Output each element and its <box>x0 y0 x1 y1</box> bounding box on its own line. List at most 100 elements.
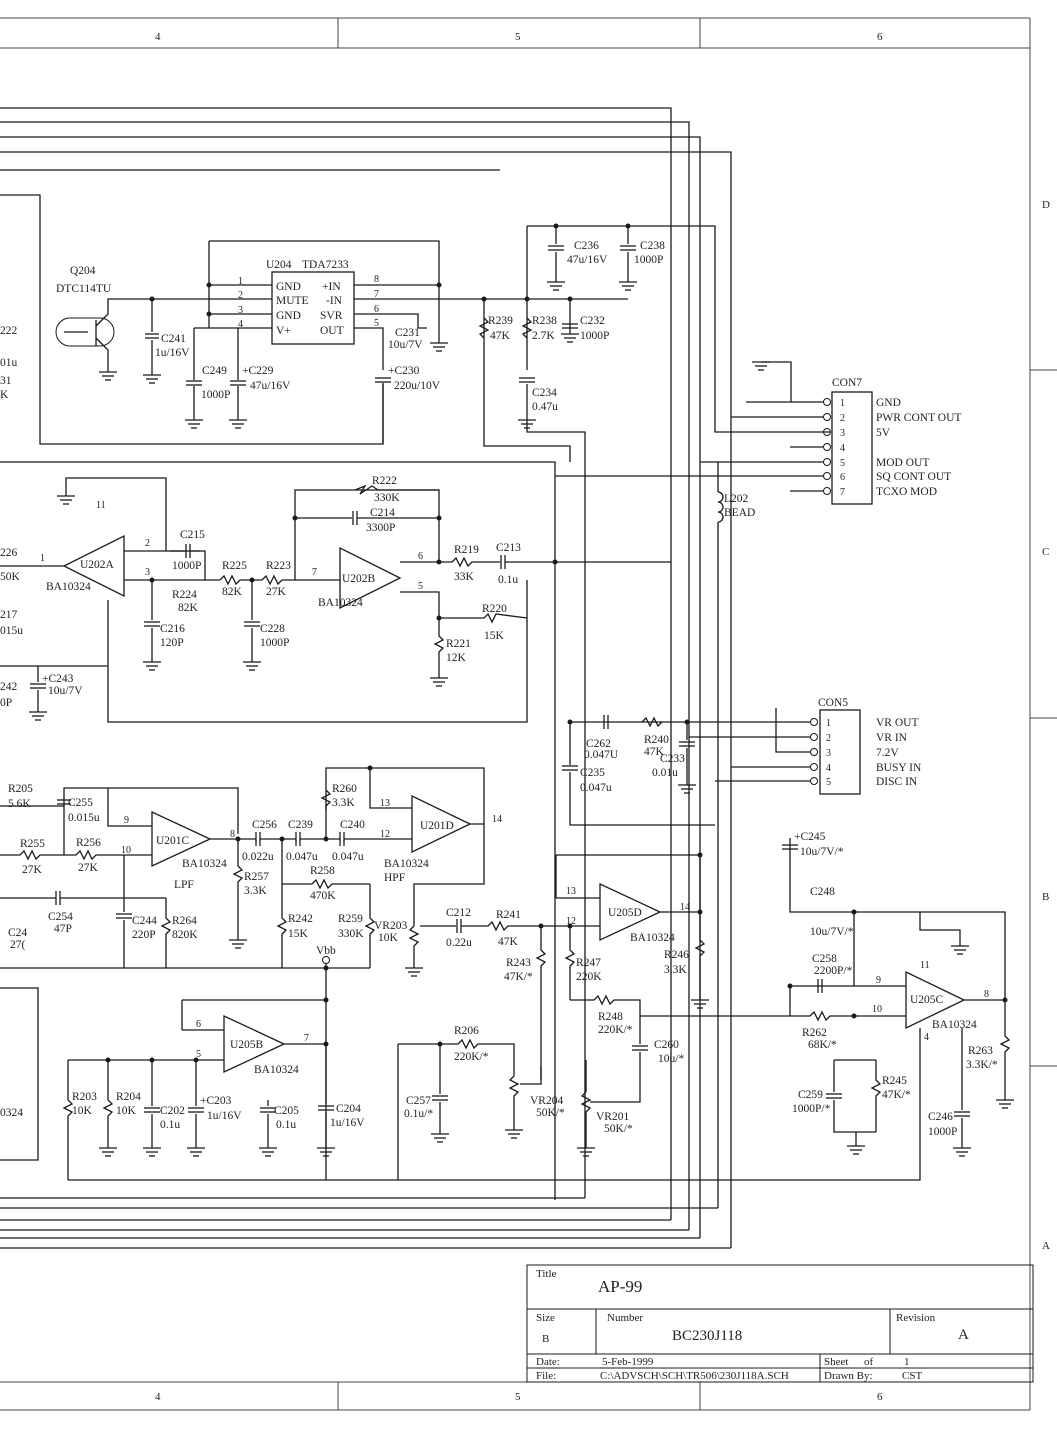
svg-text:1: 1 <box>238 276 243 287</box>
sheet-label: Sheet <box>824 1356 848 1368</box>
con7-signal-7: TCXO MOD <box>876 486 937 498</box>
con5-signal-2: VR IN <box>876 732 908 744</box>
size-value: B <box>542 1333 549 1345</box>
svg-text:C214: C214 <box>370 507 395 519</box>
svg-text:7: 7 <box>312 567 317 578</box>
svg-text:5.6K: 5.6K <box>8 798 31 810</box>
svg-text:R241: R241 <box>496 909 521 921</box>
svg-text:2.7K: 2.7K <box>532 330 555 342</box>
svg-text:R206: R206 <box>454 1025 479 1037</box>
file-label: File: <box>536 1370 556 1382</box>
svg-text:C24: C24 <box>8 927 27 939</box>
svg-text:R256: R256 <box>76 837 101 849</box>
zone-row-d: D <box>1042 199 1050 211</box>
u204-part: TDA7233 <box>302 259 349 271</box>
svg-text:U202A: U202A <box>80 559 115 571</box>
svg-text:C228: C228 <box>260 623 285 635</box>
svg-text:47u/16V: 47u/16V <box>567 254 608 266</box>
svg-text:50K/*: 50K/* <box>604 1123 633 1135</box>
svg-text:R225: R225 <box>222 560 247 572</box>
svg-text:C216: C216 <box>160 623 185 635</box>
svg-text:C212: C212 <box>446 907 471 919</box>
revision-label: Revision <box>896 1312 936 1324</box>
svg-text:3300P: 3300P <box>366 522 395 534</box>
svg-text:50K/*: 50K/* <box>536 1107 565 1119</box>
svg-text:R259: R259 <box>338 913 363 925</box>
svg-text:C232: C232 <box>580 315 605 327</box>
ground-icon <box>431 1133 449 1143</box>
svg-text:0.047U: 0.047U <box>584 749 619 761</box>
svg-text:GND: GND <box>276 310 301 322</box>
svg-text:217: 217 <box>0 609 18 621</box>
con5-signal-3: 7.2V <box>876 747 899 759</box>
svg-text:0.022u: 0.022u <box>242 851 274 863</box>
svg-text:-IN: -IN <box>326 295 343 307</box>
svg-text:R243: R243 <box>506 957 531 969</box>
svg-text:1u/16V: 1u/16V <box>330 1117 365 1129</box>
svg-text:2: 2 <box>145 538 150 549</box>
ground-icon <box>678 784 696 794</box>
q204-ref: Q204 <box>70 265 96 277</box>
svg-text:4: 4 <box>840 443 845 454</box>
svg-text:10u/7V/*: 10u/7V/* <box>800 846 844 858</box>
con5-name: CON5 <box>818 697 848 709</box>
svg-text:82K: 82K <box>222 586 243 598</box>
sheet-frame <box>0 17 1057 1411</box>
svg-text:5: 5 <box>826 777 831 788</box>
ground-icon <box>405 967 423 977</box>
svg-text:C260: C260 <box>654 1039 679 1051</box>
svg-text:0.015u: 0.015u <box>68 812 100 824</box>
svg-text:0.1u: 0.1u <box>498 574 518 586</box>
zone-col-bottom-1: 4 <box>155 1391 161 1403</box>
drawn-by-label: Drawn By: <box>824 1370 873 1382</box>
con5-signal-5: DISC IN <box>876 776 918 788</box>
svg-text:C257: C257 <box>406 1095 431 1107</box>
zone-col-top-3: 6 <box>877 31 883 43</box>
svg-text:10: 10 <box>872 1004 882 1015</box>
svg-text:OUT: OUT <box>320 325 344 337</box>
svg-text:33K: 33K <box>454 571 475 583</box>
c243: +C243 10u/7V <box>0 665 108 712</box>
svg-text:C249: C249 <box>202 365 227 377</box>
svg-text:HPF: HPF <box>384 872 405 884</box>
c230-c231: +C230 220u/10V C231 10u/7V <box>375 313 441 444</box>
svg-text:01u: 01u <box>0 357 18 369</box>
svg-text:4: 4 <box>924 1032 929 1043</box>
date-value: 5-Feb-1999 <box>602 1356 654 1368</box>
svg-text:BA10324: BA10324 <box>254 1064 299 1076</box>
u205b-opamp: U205B BA10324 6 5 7 R203 10K R204 10K C2… <box>62 997 365 1180</box>
of-label: of <box>864 1356 874 1368</box>
svg-text:10u/7V: 10u/7V <box>388 339 423 351</box>
svg-text:220K/*: 220K/* <box>598 1024 633 1036</box>
drawn-by-value: CST <box>902 1370 922 1382</box>
c262-r240-c233-c235: C262 0.047U R240 47K C233 0.01u C235 0.0… <box>562 715 715 826</box>
left-edge-fragments: 222 01u 31 K 226 50K 217 015u 242 0P C24… <box>0 325 27 1119</box>
svg-text:R246: R246 <box>664 949 689 961</box>
svg-text:MUTE: MUTE <box>276 295 309 307</box>
svg-text:+C229: +C229 <box>242 365 274 377</box>
ground-icon <box>143 661 161 671</box>
svg-text:K: K <box>0 389 9 401</box>
ground-icon <box>99 371 117 381</box>
svg-text:27K: 27K <box>266 586 287 598</box>
svg-text:C248: C248 <box>810 886 835 898</box>
svg-text:31: 31 <box>0 375 12 387</box>
con7-name: CON7 <box>832 377 862 389</box>
svg-text:120P: 120P <box>160 637 184 649</box>
svg-text:C254: C254 <box>48 911 73 923</box>
u202a-opamp: U202A BA10324 1 2 3 11 <box>0 477 528 723</box>
svg-text:R223: R223 <box>266 560 291 572</box>
svg-text:C236: C236 <box>574 240 599 252</box>
svg-text:10u/7V/*: 10u/7V/* <box>810 926 854 938</box>
svg-text:0.047u: 0.047u <box>332 851 364 863</box>
ground-icon <box>229 939 247 949</box>
svg-text:7: 7 <box>304 1033 309 1044</box>
svg-text:13: 13 <box>380 798 390 809</box>
zone-col-bottom-2: 5 <box>515 1391 521 1403</box>
svg-text:C213: C213 <box>496 542 521 554</box>
svg-text:1u/16V: 1u/16V <box>207 1110 242 1122</box>
ground-icon <box>187 1147 205 1157</box>
svg-text:BEAD: BEAD <box>724 507 755 519</box>
ground-icon <box>317 1147 335 1157</box>
zone-col-bottom-3: 6 <box>877 1391 883 1403</box>
